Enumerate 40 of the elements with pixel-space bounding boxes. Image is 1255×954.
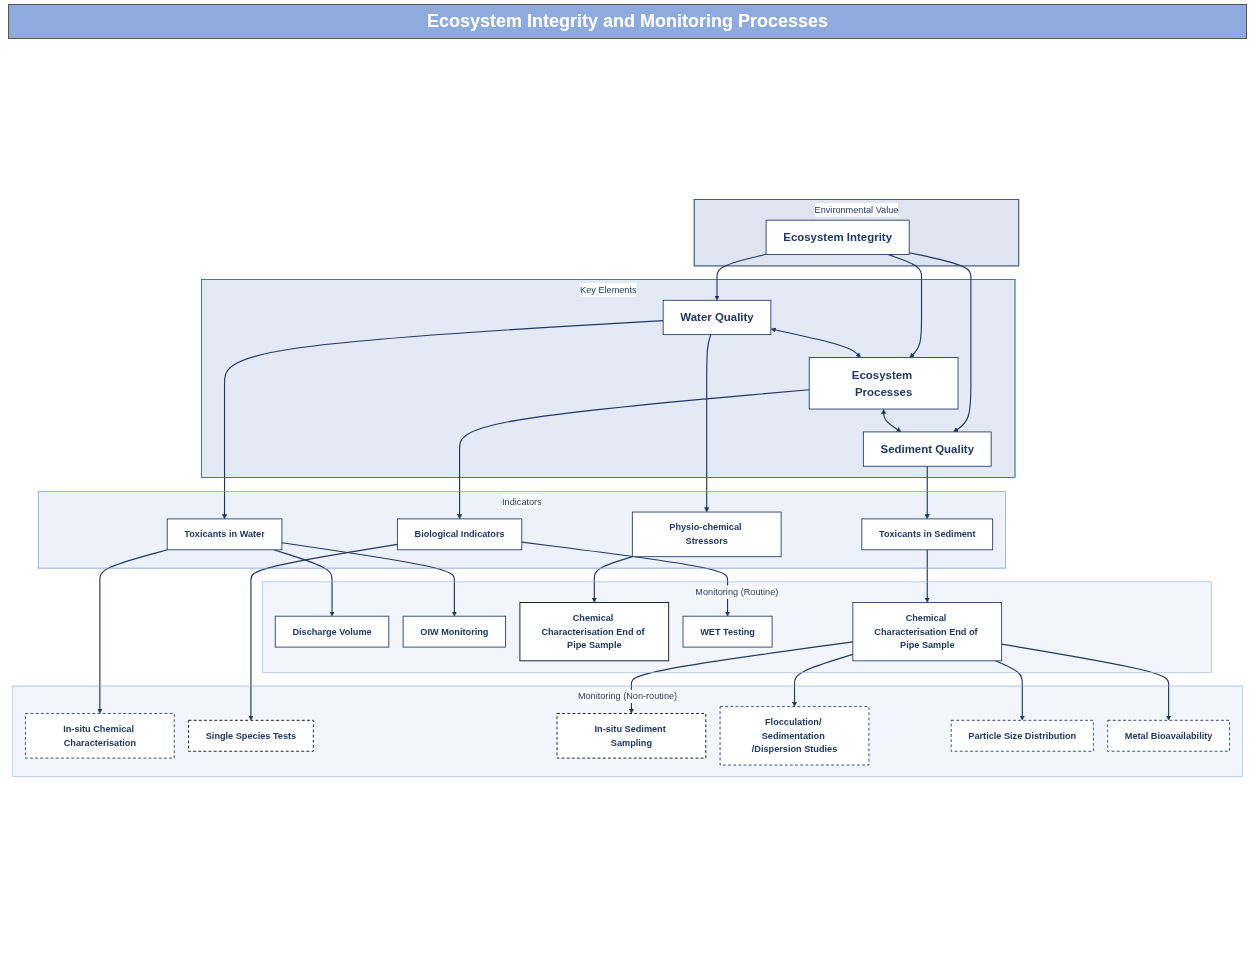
node-box: In-situ Chemical Characterisation — [25, 713, 175, 759]
node-box: Ecosystem Integrity — [765, 219, 910, 255]
node-box: Sediment Quality — [862, 431, 992, 467]
node-box: Ecosystem Processes — [808, 357, 959, 410]
arrow — [881, 409, 902, 433]
arrow — [281, 542, 457, 617]
arrow — [714, 253, 767, 301]
arrow — [887, 253, 923, 358]
arrow — [792, 653, 854, 707]
node-box: WET Testing — [682, 615, 773, 648]
node-box: Physio-chemical Stressors — [631, 511, 782, 558]
node-box: Toxicants in Sediment — [861, 518, 994, 551]
arrow — [924, 549, 930, 603]
node-box: Metal Bioavailability — [1107, 719, 1230, 752]
arrow — [994, 660, 1025, 721]
node-box: Chemical Characterisation End of Pipe Sample — [852, 602, 1003, 662]
node-box: Discharge Volume — [274, 615, 390, 648]
arrow — [704, 334, 712, 513]
arrow — [248, 543, 398, 721]
arrow — [1001, 643, 1172, 721]
node-box: Single Species Tests — [188, 719, 314, 752]
node-box: Particle Size Distribution — [950, 719, 1094, 752]
arrow — [770, 327, 861, 358]
arrow — [924, 465, 930, 520]
arrow — [591, 556, 633, 603]
arrow — [457, 389, 810, 520]
title-banner: Ecosystem Integrity and Monitoring Processes — [8, 4, 1247, 39]
node-box: Toxicants in Water — [166, 518, 283, 551]
node-box: Flocculation/ Sedimentation /Dispersion Studies — [719, 706, 870, 766]
node-box: Biological Indicators — [396, 518, 523, 551]
arrow — [521, 541, 731, 617]
node-box: In-situ Sediment Sampling — [556, 713, 707, 759]
arrow — [222, 320, 664, 520]
arrow — [908, 252, 972, 433]
node-box: Chemical Characterisation End of Pipe Sample — [519, 602, 670, 662]
arrow — [273, 549, 335, 617]
arrow — [628, 641, 854, 714]
node-box: Water Quality — [662, 299, 772, 336]
node-box: OIW Monitoring — [402, 615, 507, 648]
arrow — [97, 549, 169, 714]
